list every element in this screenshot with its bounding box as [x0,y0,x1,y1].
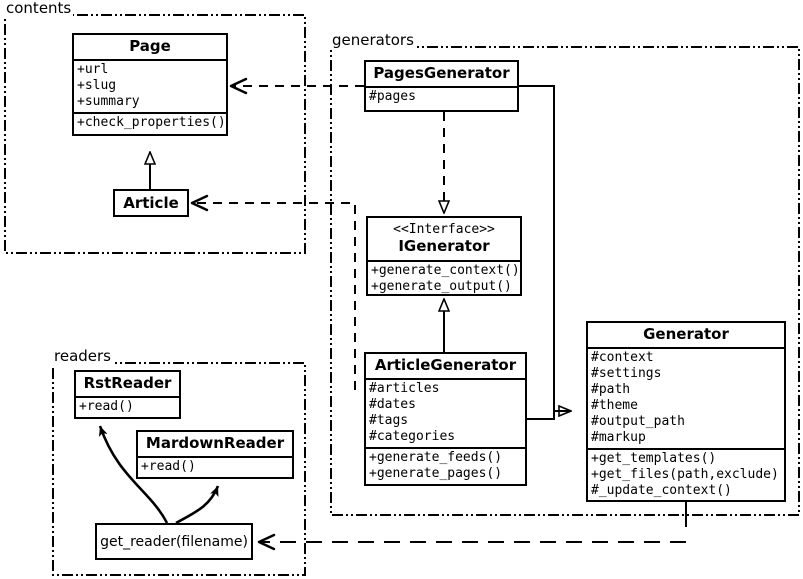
arrowhead-open-article [190,194,209,212]
function-box-get-reader[interactable]: get_reader(filename) [95,523,253,560]
attribute-path: #path [591,382,631,397]
operation-generate-output: +generate_output() [371,279,512,294]
edge-articlegenerator-to-generator [527,410,571,420]
attribute-url: +url [77,62,109,77]
attribute-summary: +summary [77,94,140,109]
attribute-articles: #articles [369,381,440,396]
attribute-dates: #dates [369,397,416,412]
package-label-contents: contents [4,0,74,17]
attribute-output-path: #output_path [591,414,685,429]
attributes-compartment-generator: #context #settings #path #theme #output_… [588,347,784,448]
operations-compartment-mardown-reader: +read() [138,456,292,477]
arrowhead-open-page [229,77,248,95]
attribute-markup: #markup [591,430,646,445]
class-name-generator: Generator [643,325,729,343]
package-label-readers: readers [52,347,113,365]
operation-generate-context: +generate_context() [371,263,520,278]
operations-compartment-page: +check_properties() [74,112,226,133]
attribute-theme: #theme [591,398,638,413]
edge-get-reader-to-mardownreader [175,485,220,525]
attribute-categories: #categories [369,429,456,444]
attribute-settings: #settings [591,366,662,381]
class-box-igenerator[interactable]: <<Interface>> IGenerator +generate_conte… [366,216,522,296]
class-box-page[interactable]: Page +url +slug +summary +check_properti… [72,33,228,136]
package-frame-generators [330,46,800,516]
attribute-tags: #tags [369,413,409,428]
operation-get-templates: +get_templates() [591,451,717,466]
attributes-compartment-page: +url +slug +summary [74,59,226,112]
class-box-mardown-reader[interactable]: MardownReader +read() [136,430,294,479]
class-box-pages-generator[interactable]: PagesGenerator #pages [364,60,519,112]
operation-generate-pages: +generate_pages() [369,466,503,481]
attribute-pages: #pages [369,89,416,104]
class-box-article[interactable]: Article [113,189,189,217]
function-label-get-reader: get_reader(filename) [100,533,248,550]
class-name-mardown-reader: MardownReader [145,434,285,452]
edge-articlegenerator-to-article [195,202,356,390]
operation-generate-feeds: +generate_feeds() [369,450,503,465]
operation-get-files: +get_files(path,exclude) [591,467,779,482]
class-box-article-generator[interactable]: ArticleGenerator #articles #dates #tags … [364,352,527,486]
class-stereotype-igenerator: <<Interface>> [393,222,495,237]
class-box-generator[interactable]: Generator #context #settings #path #them… [586,321,786,502]
class-name-page: Page [129,37,171,55]
class-box-rst-reader[interactable]: RstReader +read() [74,370,181,419]
edge-get-reader-to-rstreader [98,425,169,524]
operations-compartment-generator: +get_templates() +get_files(path,exclude… [588,448,784,501]
class-name-igenerator: IGenerator [398,237,490,255]
package-label-generators: generators [330,31,416,49]
arrowhead-open-get-reader [257,533,276,551]
attributes-compartment-pages-generator: #pages [366,86,517,107]
operation-update-context: #_update_context() [591,483,732,498]
attribute-slug: +slug [77,78,117,93]
attributes-compartment-article-generator: #articles #dates #tags #categories [366,378,525,447]
operations-compartment-article-generator: +generate_feeds() +generate_pages() [366,447,525,484]
operation-rst-read: +read() [79,399,134,414]
package-frame-readers [52,362,306,576]
class-name-article-generator: ArticleGenerator [374,356,517,374]
package-frame-contents [4,14,306,254]
attribute-context: #context [591,350,654,365]
class-name-article: Article [123,193,179,212]
operation-check-properties: +check_properties() [77,115,226,130]
class-header-igenerator: <<Interface>> IGenerator [368,218,520,260]
class-name-pages-generator: PagesGenerator [373,64,510,82]
operations-compartment-igenerator: +generate_context() +generate_output() [368,260,520,297]
class-name-rst-reader: RstReader [83,374,172,392]
operations-compartment-rst-reader: +read() [76,396,179,417]
operation-mardown-read: +read() [141,459,196,474]
